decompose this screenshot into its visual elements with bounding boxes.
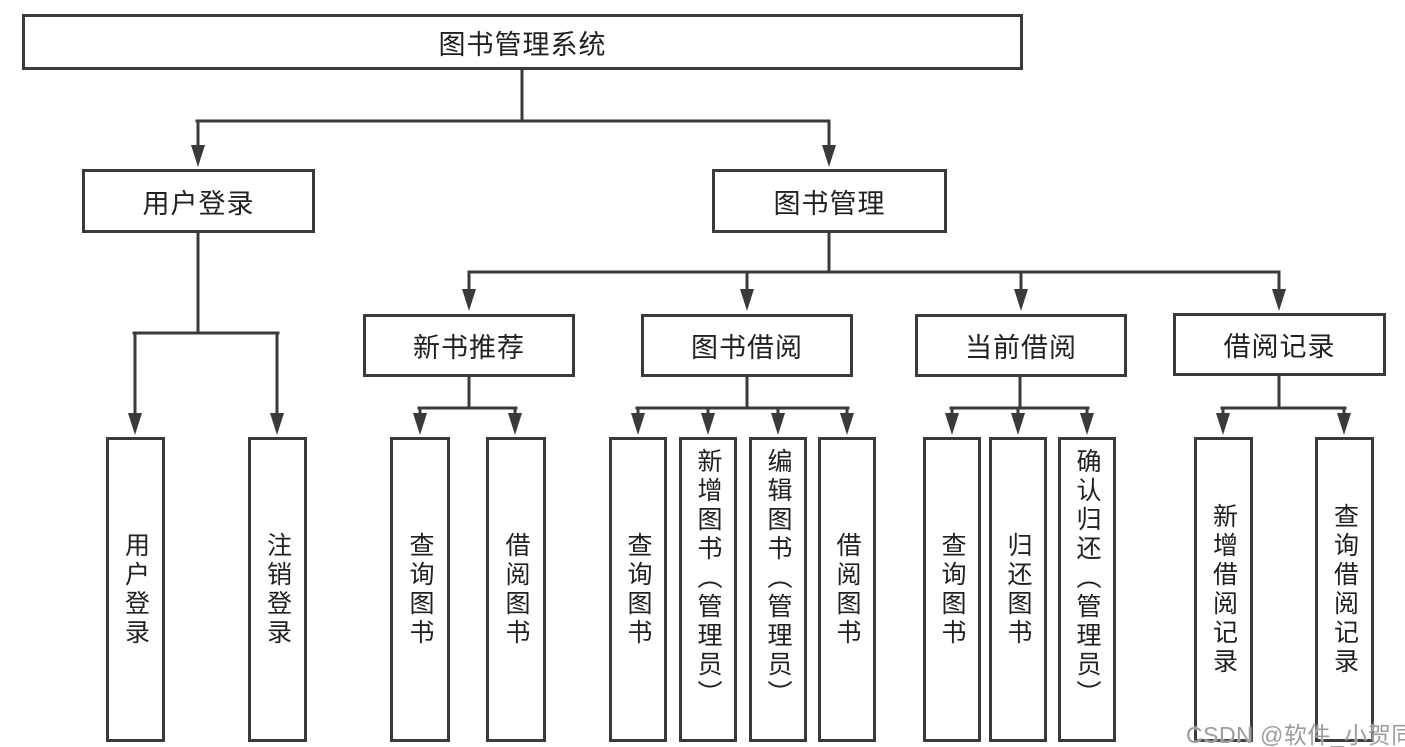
leaf-borrow-books-recommend: 借阅图书	[486, 437, 546, 742]
leaf-query-books-borrow: 查询图书	[609, 437, 667, 742]
node-current-borrowing: 当前借阅	[915, 314, 1127, 377]
node-user-login: 用户登录	[82, 169, 315, 233]
leaf-edit-book-admin-label: 编辑图书（管理员）	[764, 448, 792, 709]
leaf-add-book-admin-label: 新增图书（管理员）	[694, 448, 722, 709]
node-book-borrowing-label: 图书借阅	[691, 333, 803, 363]
node-book-management-label: 图书管理	[773, 188, 886, 219]
leaf-edit-book-admin: 编辑图书（管理员）	[749, 437, 807, 742]
leaf-query-borrow-record-label: 查询借阅记录	[1330, 502, 1359, 677]
leaf-user-login: 用户登录	[106, 437, 165, 742]
leaf-return-book: 归还图书	[989, 437, 1047, 742]
leaf-logout: 注销登录	[248, 437, 307, 742]
leaf-confirm-return-admin: 确认归还（管理员）	[1058, 437, 1116, 742]
leaf-return-book-label: 归还图书	[1004, 531, 1032, 648]
leaf-query-borrow-record: 查询借阅记录	[1315, 437, 1374, 742]
leaf-borrow-books-recommend-label: 借阅图书	[502, 531, 530, 648]
node-current-borrowing-label: 当前借阅	[965, 333, 1077, 363]
node-library-system-label: 图书管理系统	[438, 29, 607, 60]
leaf-query-books-recommend: 查询图书	[390, 437, 450, 742]
node-borrow-records: 借阅记录	[1173, 313, 1386, 376]
leaf-add-borrow-record: 新增借阅记录	[1194, 437, 1253, 742]
node-book-borrowing: 图书借阅	[641, 314, 853, 377]
node-book-management: 图书管理	[712, 169, 947, 233]
leaf-logout-label: 注销登录	[263, 531, 292, 648]
leaf-borrow-books: 借阅图书	[818, 437, 876, 742]
leaf-query-books-recommend-label: 查询图书	[406, 531, 434, 648]
csdn-watermark: CSDN @软件_小贺同学	[1186, 722, 1405, 747]
leaf-add-book-admin: 新增图书（管理员）	[679, 437, 737, 742]
leaf-query-books-borrow-label: 查询图书	[624, 531, 652, 648]
node-new-book-recommend: 新书推荐	[363, 314, 575, 377]
leaf-confirm-return-admin-label: 确认归还（管理员）	[1073, 448, 1101, 709]
node-user-login-label: 用户登录	[142, 188, 255, 219]
leaf-borrow-books-label: 借阅图书	[833, 531, 861, 648]
leaf-add-borrow-record-label: 新增借阅记录	[1209, 502, 1238, 677]
node-new-book-recommend-label: 新书推荐	[413, 333, 525, 363]
node-library-system: 图书管理系统	[22, 14, 1023, 70]
leaf-query-books-current: 查询图书	[923, 437, 981, 742]
leaf-user-login-label: 用户登录	[121, 531, 150, 648]
node-borrow-records-label: 借阅记录	[1223, 332, 1336, 362]
leaf-query-books-current-label: 查询图书	[938, 531, 966, 648]
